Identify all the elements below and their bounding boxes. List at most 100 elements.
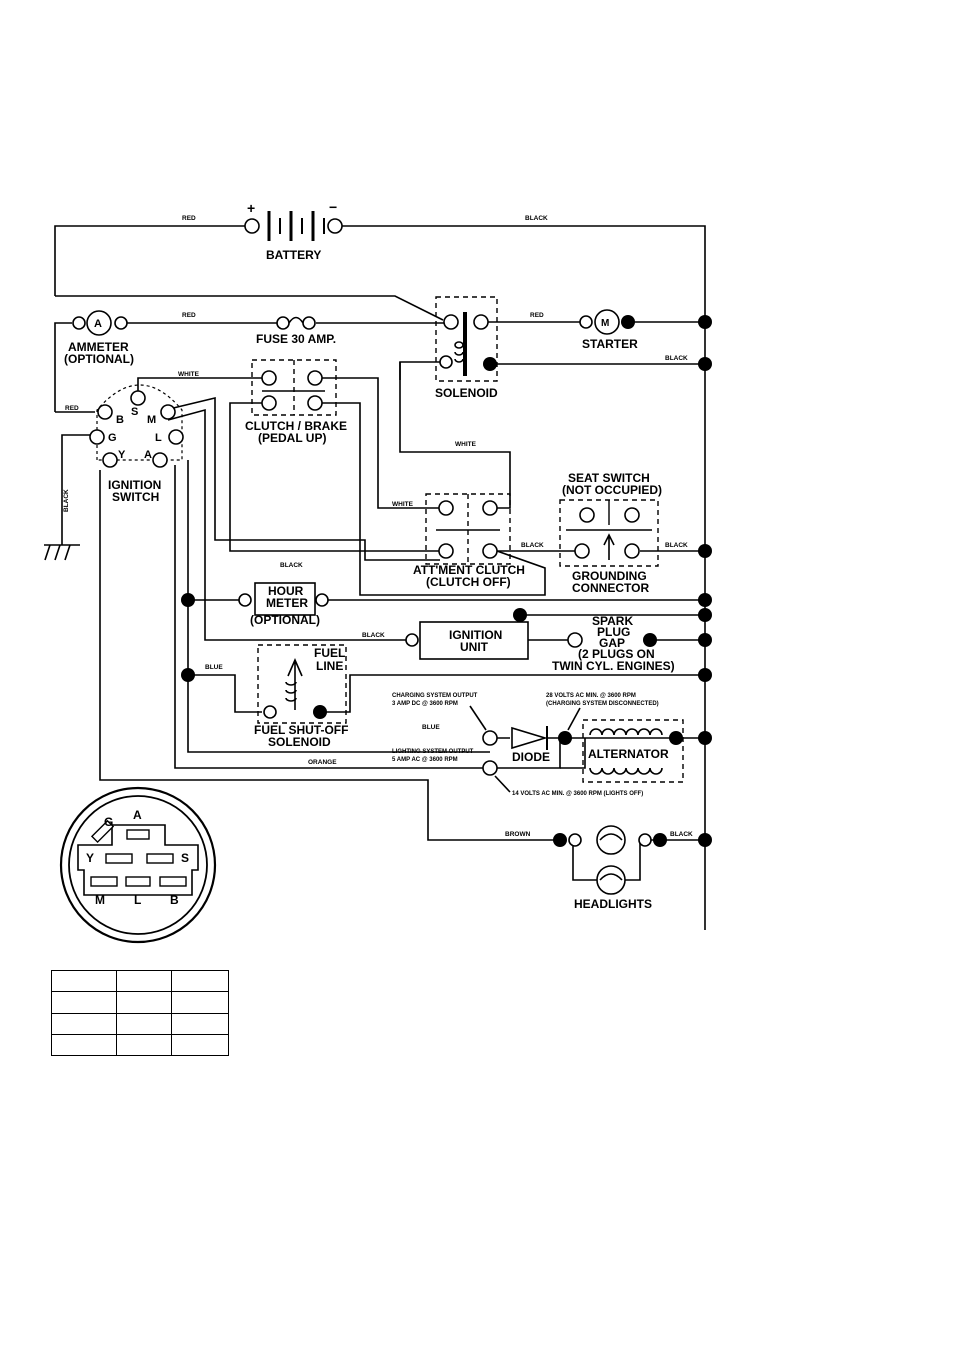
wire-black-ground: BLACK — [63, 489, 70, 512]
starter-label: STARTER — [582, 337, 638, 351]
fuel-shutoff-solenoid: FUEL LINE FUEL SHUT-OFF SOLENOID — [254, 644, 348, 749]
clutch-brake-switch: CLUTCH / BRAKE (PEDAL UP) — [245, 359, 347, 445]
spark-plug-label-3: GAP — [599, 636, 625, 650]
pin-label-b: B — [170, 893, 179, 907]
table-row — [51, 991, 229, 1014]
wire-brown: BROWN — [505, 831, 531, 838]
fuse-label: FUSE 30 AMP. — [256, 332, 336, 346]
wire-black-top: BLACK — [525, 215, 548, 222]
seat-switch-sub-label: (NOT OCCUPIED) — [562, 483, 662, 497]
pin-label-l: L — [134, 893, 141, 907]
pin-label-y: Y — [86, 851, 94, 865]
wire-white-solenoid: WHITE — [455, 441, 477, 448]
ammeter-terminal-label: A — [94, 318, 102, 330]
wire-black-clutch: BLACK — [280, 562, 303, 569]
table-cell — [116, 1033, 172, 1057]
clutch-brake-label: CLUTCH / BRAKE — [245, 419, 347, 433]
wire-red-ignition: RED — [65, 405, 79, 412]
empty-table — [51, 969, 229, 1057]
hour-meter-sub-label: METER — [266, 596, 308, 610]
table-cell — [51, 1033, 117, 1057]
fuel-shutoff-label: FUEL SHUT-OFF — [254, 723, 348, 737]
wire-black-ignition-unit: BLACK — [362, 632, 385, 639]
attment-clutch-sub-label: (CLUTCH OFF) — [426, 575, 511, 589]
ign-terminal-y: Y — [118, 449, 126, 461]
wire-black-attment: BLACK — [521, 542, 544, 549]
wire-white-attment: WHITE — [392, 501, 414, 508]
attachment-clutch-switch: ATT'MENT CLUTCH (CLUTCH OFF) — [413, 493, 525, 589]
table-cell — [51, 991, 117, 1014]
hour-meter-label: HOUR — [268, 584, 304, 598]
wire-black-seat: BLACK — [665, 542, 688, 549]
table-row — [51, 969, 229, 993]
ign-terminal-l: L — [155, 432, 162, 444]
ignition-switch: B S M G L Y A IGNITION SWITCH — [89, 384, 184, 504]
volts-14-label: 14 VOLTS AC MIN. @ 3600 RPM (LIGHTS OFF) — [512, 791, 643, 797]
wire-color-labels: RED BLACK RED RED BLACK WHITE RED WHITE … — [63, 215, 693, 838]
ignition-unit-sub-label: UNIT — [460, 640, 489, 654]
table-cell — [51, 1012, 117, 1035]
battery-plus-sign: + — [247, 200, 255, 216]
table-cell — [116, 969, 172, 993]
wire-blue-diode: BLUE — [422, 724, 440, 731]
table-row — [51, 1033, 229, 1057]
lighting-output-label: LIGHTING SYSTEM OUTPUT — [392, 749, 474, 755]
seat-switch: SEAT SWITCH (NOT OCCUPIED) GROUNDING CON… — [559, 471, 662, 595]
wire-red-fuse: RED — [182, 312, 196, 319]
solenoid: SOLENOID — [435, 296, 498, 400]
charging-system: DIODE ALTERNATOR CHARGING SYSTEM OUTPUT … — [392, 693, 684, 797]
headlights-label: HEADLIGHTS — [574, 897, 652, 911]
ign-terminal-m: M — [147, 414, 156, 426]
seat-switch-label: SEAT SWITCH — [568, 471, 650, 485]
ignition-unit: IGNITION UNIT SPARK PLUG GAP (2 PLUGS ON… — [405, 614, 675, 673]
starter-motor-symbol: M — [601, 318, 609, 329]
ammeter-optional-label: (OPTIONAL) — [64, 352, 134, 366]
alternator-label: ALTERNATOR — [588, 747, 669, 761]
table-cell — [171, 1012, 229, 1035]
volts-28-label: 28 VOLTS AC MIN. @ 3600 RPM — [546, 693, 636, 699]
wire-orange: ORANGE — [308, 759, 337, 766]
volts-28-sub-label: (CHARGING SYSTEM DISCONNECTED) — [546, 701, 659, 707]
ammeter: A AMMETER (OPTIONAL) — [64, 310, 134, 366]
ign-terminal-a: A — [144, 449, 152, 461]
ignition-switch-label: IGNITION — [108, 478, 161, 492]
attment-clutch-label: ATT'MENT CLUTCH — [413, 563, 525, 577]
table-row — [51, 1012, 229, 1035]
ignition-switch-sub-label: SWITCH — [112, 490, 159, 504]
wire-blue-fuel: BLUE — [205, 664, 223, 671]
wire-red-top: RED — [182, 215, 196, 222]
spark-plug-label-1: SPARK — [592, 614, 633, 628]
table-cell — [116, 1012, 172, 1035]
headlights: HEADLIGHTS — [553, 825, 667, 911]
table-cell — [51, 969, 117, 993]
ign-terminal-g: G — [108, 432, 117, 444]
spark-plug-label-4: (2 PLUGS ON — [578, 647, 655, 661]
ground-bus-junctions — [181, 315, 712, 847]
fuel-line-sub-label: LINE — [316, 659, 343, 673]
grounding-connector-label: GROUNDING — [572, 569, 647, 583]
starter: M STARTER — [579, 309, 638, 351]
hour-meter: HOUR METER (OPTIONAL) — [238, 582, 329, 627]
solenoid-label: SOLENOID — [435, 386, 498, 400]
pin-label-s: S — [181, 851, 189, 865]
ignition-unit-label: IGNITION — [449, 628, 502, 642]
ign-terminal-b: B — [116, 414, 124, 426]
spark-plug-label-5: TWIN CYL. ENGINES) — [552, 659, 675, 673]
pin-label-a: A — [133, 808, 142, 822]
grounding-connector-sub-label: CONNECTOR — [572, 581, 649, 595]
hour-meter-optional-label: (OPTIONAL) — [250, 613, 320, 627]
fuse: FUSE 30 AMP. — [256, 316, 336, 346]
ignition-connector-plug: A G Y S M L B — [59, 786, 217, 944]
lighting-output-sub-label: 5 AMP AC @ 3600 RPM — [392, 757, 458, 763]
clutch-brake-sub-label: (PEDAL UP) — [258, 431, 326, 445]
battery-minus-sign: − — [329, 199, 337, 215]
fuel-shutoff-sub-label: SOLENOID — [268, 735, 331, 749]
wire-white-clutch: WHITE — [178, 371, 200, 378]
charging-output-sub-label: 3 AMP DC @ 3600 RPM — [392, 701, 458, 707]
wire-black-headlight: BLACK — [670, 831, 693, 838]
diode-label: DIODE — [512, 750, 550, 764]
ammeter-label: AMMETER — [68, 340, 129, 354]
ign-terminal-s: S — [131, 406, 138, 418]
pin-label-g: G — [104, 815, 113, 829]
